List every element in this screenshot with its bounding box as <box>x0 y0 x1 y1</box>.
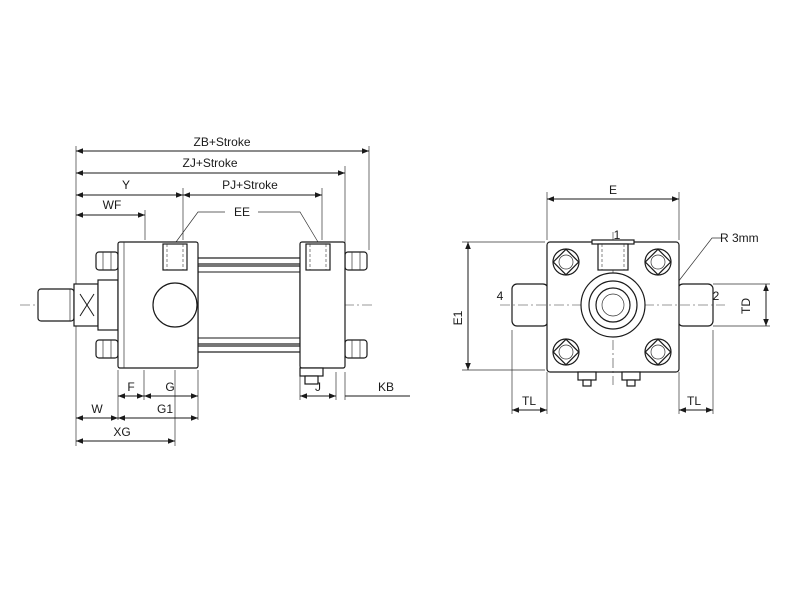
label-zj: ZJ+Stroke <box>182 156 237 170</box>
front-head <box>117 241 199 369</box>
label-w: W <box>91 402 103 416</box>
label-j: J <box>315 380 321 394</box>
cylinder-barrel <box>197 265 301 345</box>
tie-rods <box>95 251 368 359</box>
bolt-top-left <box>552 248 580 276</box>
bottom-feet <box>577 371 641 387</box>
label-port-2: 2 <box>713 289 720 303</box>
side-labels: ZB+Stroke ZJ+Stroke Y PJ+Stroke WF EE F … <box>91 135 394 439</box>
end-labels: E E1 R 3mm TD TL TL 1 2 4 <box>451 183 759 408</box>
label-g1: G1 <box>157 402 173 416</box>
label-wf: WF <box>103 198 122 212</box>
label-y: Y <box>122 178 130 192</box>
side-view: ZB+Stroke ZJ+Stroke Y PJ+Stroke WF EE F … <box>20 135 410 446</box>
label-tl-right: TL <box>687 394 701 408</box>
side-dimension-lines <box>76 148 410 444</box>
label-port-4: 4 <box>497 289 504 303</box>
corner-bolts <box>552 248 672 366</box>
ee-leader <box>175 211 319 243</box>
rear-head <box>299 241 346 385</box>
tie-rod-nut-right-top <box>344 251 368 271</box>
bolt-bottom-left <box>552 338 580 366</box>
label-e: E <box>609 183 617 197</box>
cushion-screw <box>152 282 198 328</box>
end-dimension-lines <box>465 196 769 413</box>
label-tl-left: TL <box>522 394 536 408</box>
end-view: E E1 R 3mm TD TL TL 1 2 4 <box>451 183 770 414</box>
trunnions <box>511 283 714 327</box>
central-bore <box>580 272 646 338</box>
label-kb: KB <box>378 380 394 394</box>
label-port-1: 1 <box>614 228 621 242</box>
tie-rod-nut-left-bottom <box>95 339 119 359</box>
tie-rod-nut-left-top <box>95 251 119 271</box>
port-1 <box>591 239 635 271</box>
label-e1: E1 <box>451 310 465 325</box>
label-g: G <box>165 380 174 394</box>
label-xg: XG <box>113 425 130 439</box>
bolt-bottom-right <box>644 338 672 366</box>
piston-rod <box>37 279 119 331</box>
label-zb: ZB+Stroke <box>193 135 250 149</box>
label-pj: PJ+Stroke <box>222 178 278 192</box>
label-ee: EE <box>234 205 250 219</box>
label-td: TD <box>739 298 753 314</box>
tie-rod-nut-right-bottom <box>344 339 368 359</box>
label-f: F <box>127 380 134 394</box>
bolt-top-right <box>644 248 672 276</box>
label-r3mm: R 3mm <box>720 231 759 245</box>
radius-leader <box>677 237 722 283</box>
